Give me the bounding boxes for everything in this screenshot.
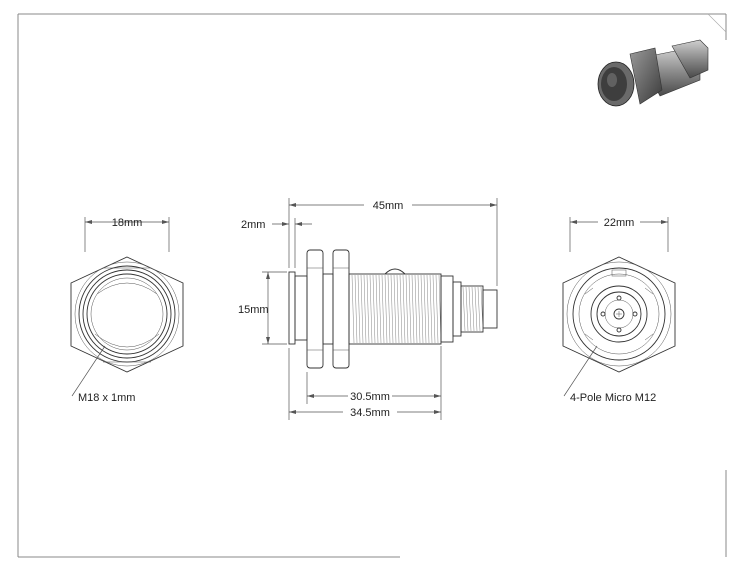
side-view: [262, 198, 498, 420]
front-view: [70, 217, 184, 397]
sensor-3d-render: [597, 39, 709, 107]
sheet-border: [17, 13, 727, 558]
connector-label: 4-Pole Micro M12: [570, 392, 656, 404]
body-length-total-label: 34.5mm: [350, 407, 390, 419]
height-label: 15mm: [238, 304, 269, 316]
front-width-label: 18mm: [112, 217, 143, 229]
nut-width-label: 22mm: [604, 217, 635, 229]
thread-spec-label: M18 x 1mm: [78, 392, 135, 404]
rear-view: [562, 217, 676, 397]
overall-length-label: 45mm: [373, 200, 404, 212]
flange-label: 2mm: [241, 219, 265, 231]
body-length-label: 30.5mm: [350, 391, 390, 403]
